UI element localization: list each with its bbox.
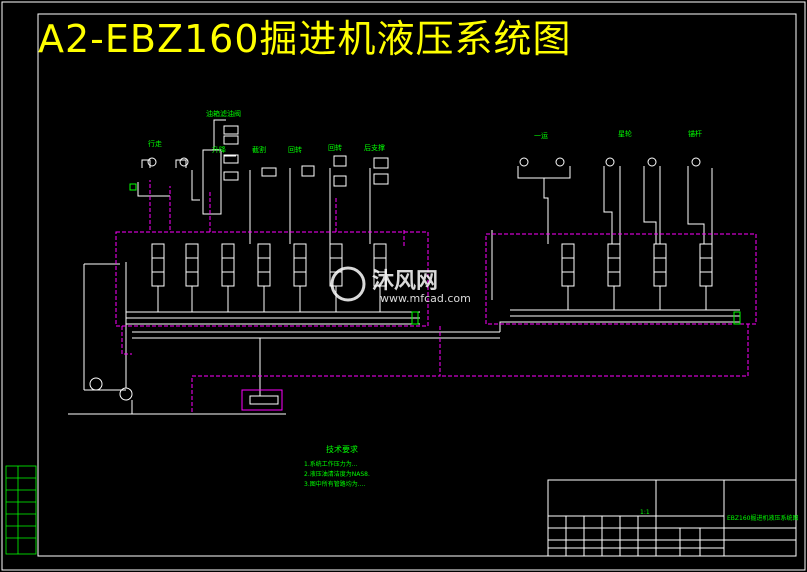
label-support: 后支撑: [364, 143, 385, 152]
label-rotate: 回转: [328, 143, 342, 152]
label-lift-1: 升降: [212, 145, 226, 154]
title-block-drawing-name: EBZ160掘进机液压系统图: [727, 514, 798, 522]
label-lift-2: 截割: [252, 145, 266, 154]
label-right-2: 星轮: [618, 129, 632, 138]
title-block-scale: 1:1: [640, 509, 650, 516]
inner-frame: [37, 13, 797, 557]
watermark: 沐风网 www.mfcad.com: [330, 266, 471, 305]
label-trip: 行走: [148, 139, 162, 148]
label-right-3: 锚杆: [688, 129, 702, 138]
component-accents: [129, 183, 741, 325]
watermark-brand: 沐风网: [372, 269, 438, 294]
tech-req-item-3: 3.图中所有管路均为....: [304, 480, 365, 488]
label-swing: 回转: [288, 145, 302, 154]
drawing-title: A2-EBZ160掘进机液压系统图: [38, 17, 572, 61]
tech-req-item-2: 2.液压油清洁度为NAS8.: [304, 470, 370, 478]
left-valve-bank: [68, 119, 500, 415]
section-labels: 行走 油箱滤油阀 升降 截割 回转 回转 后支撑 一运 星轮 锚杆: [148, 109, 702, 154]
watermark-logo-icon: [330, 266, 366, 302]
title-block: [547, 479, 797, 557]
technical-requirements: 技术要求 1.系统工作压力为... 2.液压油清洁度为NAS8. 3.图中所有管…: [304, 444, 370, 488]
tech-req-heading: 技术要求: [326, 444, 358, 454]
watermark-url: www.mfcad.com: [380, 292, 471, 305]
left-register-strip: [5, 465, 37, 555]
tech-req-item-1: 1.系统工作压力为...: [304, 460, 358, 468]
right-valve-bank: [491, 157, 740, 332]
label-right-1: 一运: [534, 132, 548, 140]
label-oil-tank-valve: 油箱滤油阀: [206, 109, 241, 118]
pilot-drain-lines: [115, 180, 757, 414]
